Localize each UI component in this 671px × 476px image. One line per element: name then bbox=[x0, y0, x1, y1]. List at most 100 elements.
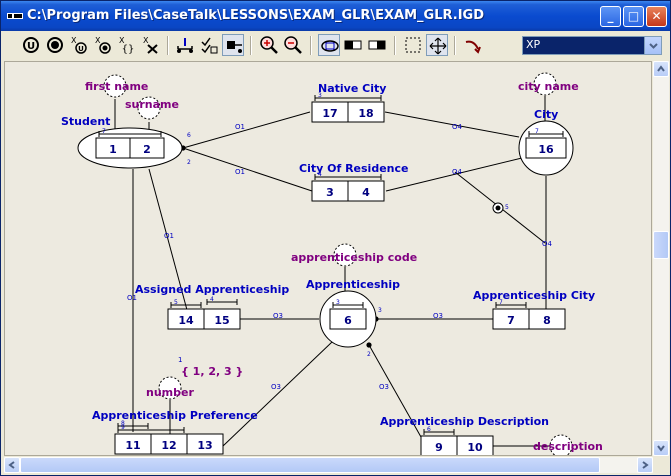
vertical-scroll-thumb[interactable] bbox=[653, 231, 669, 259]
node-icon[interactable] bbox=[222, 34, 244, 56]
value-constraint-mark: 1 bbox=[178, 356, 182, 364]
link-icon[interactable] bbox=[174, 34, 196, 56]
role-number: 15 bbox=[214, 314, 229, 327]
connector-residence-city bbox=[385, 156, 527, 192]
label-bubble-apprenticeship-code[interactable] bbox=[333, 243, 357, 267]
role-label: O4 bbox=[542, 240, 553, 248]
label-number: number bbox=[146, 386, 194, 399]
role-label: O1 bbox=[235, 123, 245, 131]
connector-apprenticeship-preference bbox=[222, 341, 333, 447]
fact-type-name-city-of-residence: City Of Residence bbox=[299, 162, 408, 175]
horizontal-scroll-thumb[interactable] bbox=[20, 457, 600, 473]
role-number: 17 bbox=[322, 107, 337, 120]
svg-text:X: X bbox=[143, 36, 149, 45]
curve-arrow-icon[interactable] bbox=[462, 34, 484, 56]
maximize-button[interactable]: □ bbox=[623, 6, 644, 27]
x-braces-icon[interactable]: X{} bbox=[116, 34, 138, 56]
role-number: 13 bbox=[197, 439, 212, 452]
role-number: 8 bbox=[543, 314, 551, 327]
label-bubble-number[interactable] bbox=[158, 376, 182, 400]
close-button[interactable]: ✕ bbox=[646, 6, 667, 27]
diagram-canvas[interactable]: Student Native City City Of Residence Ci… bbox=[4, 61, 652, 456]
role-number: 1 bbox=[109, 143, 117, 156]
role-number: 2 bbox=[143, 143, 151, 156]
uniqueness-mark: 3 bbox=[336, 299, 340, 306]
role-number: 11 bbox=[125, 439, 140, 452]
connector-mark: 5 bbox=[505, 204, 509, 211]
app-icon bbox=[7, 13, 23, 19]
role-number: 4 bbox=[362, 186, 370, 199]
zoom-in-icon[interactable] bbox=[258, 34, 280, 56]
role-box[interactable] bbox=[456, 435, 494, 456]
role-box[interactable] bbox=[129, 137, 165, 159]
toolbar-separator bbox=[167, 36, 169, 55]
u-circle-icon[interactable]: U bbox=[20, 34, 42, 56]
role-label: O4 bbox=[452, 123, 463, 131]
toolbar-separator bbox=[454, 36, 456, 55]
xo-icon[interactable]: X bbox=[92, 34, 114, 56]
role-box[interactable] bbox=[347, 180, 385, 202]
horizontal-scrollbar[interactable] bbox=[4, 457, 653, 473]
role-box[interactable] bbox=[347, 101, 385, 123]
uniqueness-mark: 4 bbox=[318, 171, 322, 178]
scroll-down-icon[interactable] bbox=[653, 440, 669, 456]
resize-grip-icon[interactable] bbox=[653, 457, 669, 473]
style-select[interactable]: XP bbox=[522, 36, 662, 55]
fact-type-name-assigned-apprenticeship: Assigned Apprenticeship bbox=[135, 283, 289, 296]
role-label: O1 bbox=[164, 232, 174, 240]
select-rect-icon[interactable] bbox=[402, 34, 424, 56]
role-box[interactable] bbox=[329, 308, 367, 330]
uniqueness-mark: 9 bbox=[121, 424, 125, 431]
connector-student-native-city bbox=[182, 111, 311, 149]
fact-type-name-apprenticeship: Apprenticeship bbox=[306, 278, 400, 291]
label-bubble-description[interactable] bbox=[549, 434, 573, 456]
diagram: Student Native City City Of Residence Ci… bbox=[61, 72, 603, 456]
exclusion-constraint-dot bbox=[495, 205, 501, 211]
uniqueness-mark: 7 bbox=[499, 299, 503, 306]
connector-student-residence bbox=[182, 147, 313, 192]
role-box[interactable] bbox=[186, 433, 224, 455]
toolbar-separator bbox=[310, 36, 312, 55]
uniqueness-mark: 4 bbox=[210, 296, 214, 303]
toolbar-separator bbox=[394, 36, 396, 55]
box-left-icon[interactable] bbox=[342, 34, 364, 56]
role-label: O3 bbox=[273, 312, 283, 320]
fact-type-name-student: Student bbox=[61, 115, 110, 128]
role-label: O1 bbox=[127, 294, 137, 302]
label-bubble-first-name[interactable] bbox=[103, 74, 127, 98]
dot-circle-icon[interactable] bbox=[44, 34, 66, 56]
role-number: 3 bbox=[326, 186, 334, 199]
scroll-right-icon[interactable] bbox=[637, 457, 653, 473]
chevron-down-icon[interactable] bbox=[644, 37, 661, 54]
x-cross-icon[interactable]: X bbox=[140, 34, 162, 56]
uniqueness-mark: 7 bbox=[102, 128, 106, 135]
fact-type-name-native-city: Native City bbox=[318, 82, 386, 95]
uniqueness-mark: 7 bbox=[535, 128, 539, 135]
check-list-icon[interactable] bbox=[198, 34, 220, 56]
vertical-scrollbar[interactable] bbox=[653, 61, 669, 456]
uniqueness-mark: 5 bbox=[174, 299, 178, 306]
style-select-value: XP bbox=[526, 38, 541, 51]
label-surname: surname bbox=[125, 98, 179, 111]
uniqueness-mark: 3 bbox=[318, 92, 322, 99]
role-box[interactable] bbox=[525, 137, 567, 159]
role-box[interactable] bbox=[203, 308, 241, 330]
role-number: 7 bbox=[507, 314, 515, 327]
title-bar[interactable]: C:\Program Files\CaseTalk\LESSONS\EXAM_G… bbox=[1, 1, 670, 31]
move-icon[interactable] bbox=[426, 34, 448, 56]
zoom-out-icon[interactable] bbox=[282, 34, 304, 56]
ellipse-icon[interactable] bbox=[318, 34, 340, 56]
connector-mark: 6 bbox=[187, 132, 191, 139]
scroll-up-icon[interactable] bbox=[653, 61, 669, 77]
svg-text:U: U bbox=[27, 41, 35, 52]
role-label: O1 bbox=[235, 168, 245, 176]
role-box[interactable] bbox=[528, 308, 566, 330]
label-bubble-surname[interactable] bbox=[137, 96, 161, 120]
label-bubble-city-name[interactable] bbox=[533, 72, 557, 96]
scroll-left-icon[interactable] bbox=[4, 457, 20, 473]
role-number: 16 bbox=[538, 143, 554, 156]
box-right-icon[interactable] bbox=[366, 34, 388, 56]
connector-native-city-city bbox=[384, 111, 520, 138]
minimize-button[interactable]: _ bbox=[600, 6, 621, 27]
